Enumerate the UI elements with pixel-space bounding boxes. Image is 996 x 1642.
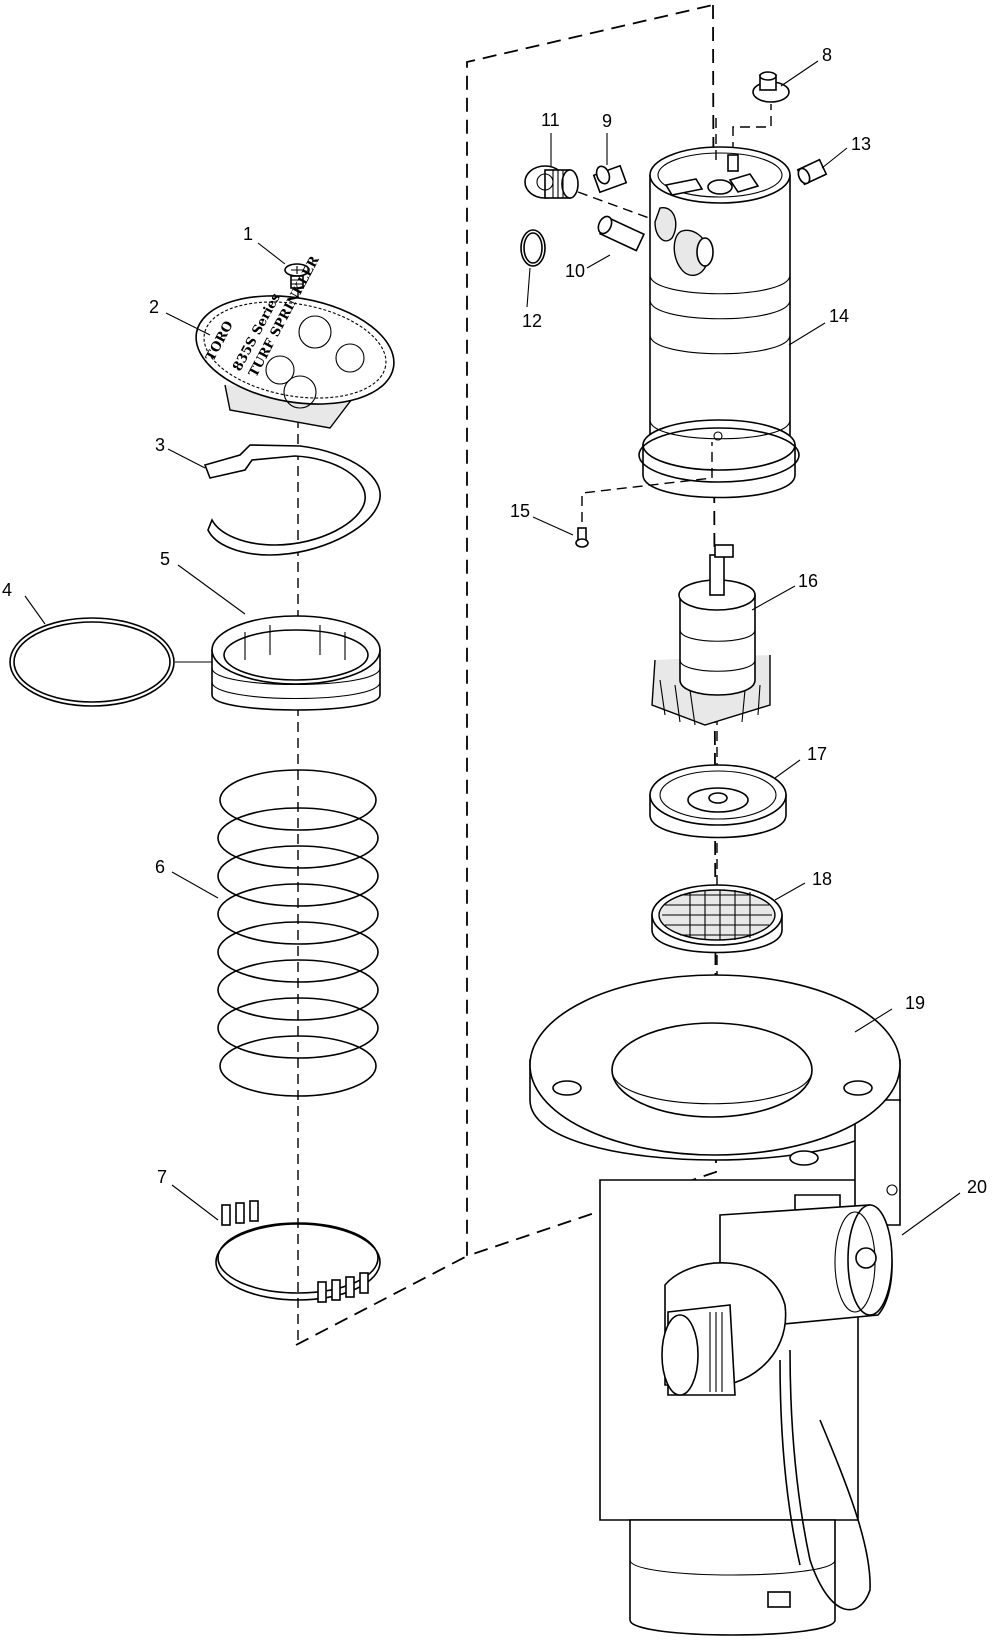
callout-16: 16 <box>798 571 818 591</box>
part-9-plug <box>592 164 628 194</box>
callout-4: 4 <box>2 580 12 600</box>
callout-12: 12 <box>522 311 542 331</box>
callout-6: 6 <box>155 857 165 877</box>
callout-14: 14 <box>829 306 849 326</box>
part-20-valve-solenoid <box>661 1204 893 1611</box>
callout-5: 5 <box>160 549 170 569</box>
part-13-set-screw <box>796 158 828 186</box>
part-3-snap-ring <box>203 444 381 556</box>
part-1-screw <box>284 263 310 289</box>
part-5-seal-ring <box>211 615 381 711</box>
part-4-o-ring <box>9 617 175 707</box>
part-12-small-o-ring <box>520 229 546 267</box>
part-10-nozzle <box>597 215 645 252</box>
callout-11: 11 <box>541 110 560 130</box>
callout-13: 13 <box>851 134 871 154</box>
callout-10: 10 <box>565 261 585 281</box>
part-11-nozzle-fitting <box>524 165 579 199</box>
part-6-spring <box>217 769 379 1097</box>
part-16-drive-assembly <box>651 544 771 726</box>
callout-9: 9 <box>602 111 612 131</box>
callout-17: 17 <box>807 744 827 764</box>
callout-7: 7 <box>157 1167 167 1187</box>
callout-20: 20 <box>967 1177 987 1197</box>
callout-8: 8 <box>822 45 832 65</box>
part-7-retaining-ring <box>215 1200 381 1303</box>
part-8-adjust-cap <box>752 71 790 103</box>
callout-2: 2 <box>149 297 159 317</box>
part-15-screw <box>575 527 589 548</box>
callout-19: 19 <box>905 993 925 1013</box>
part-2-dial-cap: TORO 835S Series TURF SPRINKLER <box>195 254 395 429</box>
callout-1: 1 <box>243 224 253 244</box>
part-18-screen <box>651 884 783 954</box>
callout-18: 18 <box>812 869 832 889</box>
part-14-riser-assembly <box>638 146 800 499</box>
callout-labels: 1 2 3 4 5 6 7 8 9 10 11 12 13 14 15 16 1… <box>2 45 987 1197</box>
callout-3: 3 <box>155 435 165 455</box>
callout-15: 15 <box>510 501 530 521</box>
part-17-stator <box>649 764 787 839</box>
leader-lines <box>24 60 961 1236</box>
